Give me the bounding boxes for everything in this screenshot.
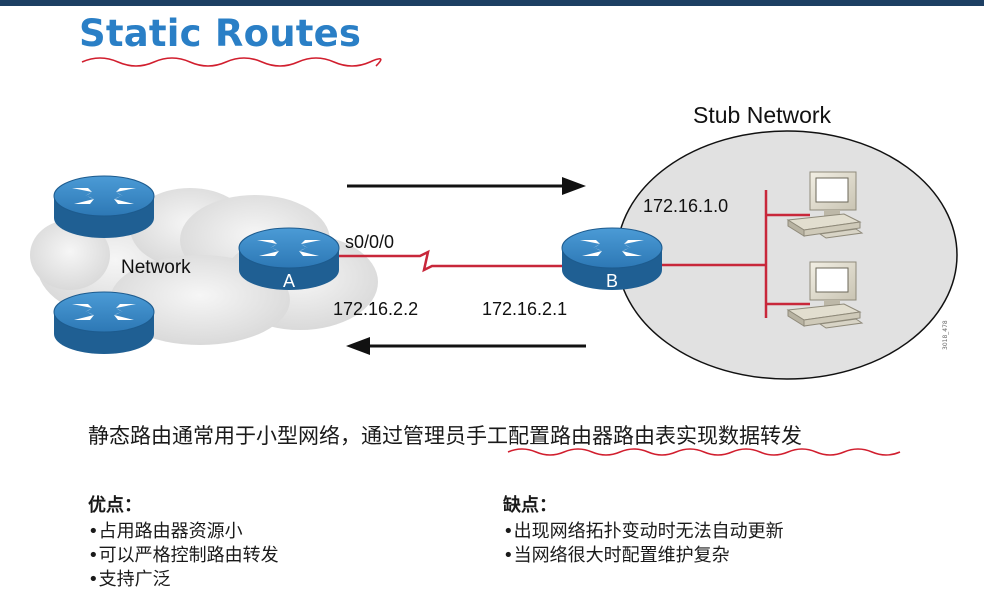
pros-item: •支持广泛 xyxy=(88,569,171,590)
arrow-left xyxy=(346,337,586,355)
router-b-label: B xyxy=(606,271,618,291)
ip-b-label: 172.16.2.1 xyxy=(482,299,567,319)
pros-item: •可以严格控制路由转发 xyxy=(88,545,279,566)
interface-label: s0/0/0 xyxy=(345,232,394,252)
router-bottom xyxy=(53,291,155,355)
network-label: Network xyxy=(121,257,191,278)
router-a-label: A xyxy=(283,271,295,291)
subnet-label: 172.16.1.0 xyxy=(643,196,728,216)
stub-network-area xyxy=(616,130,958,380)
arrow-right xyxy=(347,177,586,195)
cons-item: •当网络很大时配置维护复杂 xyxy=(503,545,730,566)
ip-a-label: 172.16.2.2 xyxy=(333,299,418,319)
pros-list: 优点： •占用路由器资源小 •可以严格控制路由转发 •支持广泛 xyxy=(88,494,279,592)
router-top xyxy=(53,175,155,239)
serial-link xyxy=(339,249,562,273)
top-bar xyxy=(0,0,984,6)
stub-network-label: Stub Network xyxy=(693,102,832,128)
description: 静态路由通常用于小型网络，通过管理员手工配置路由器路由表实现数据转发 xyxy=(88,424,802,448)
pros-item: •占用路由器资源小 xyxy=(88,521,243,542)
lan-links xyxy=(662,190,810,318)
slide-title: Static Routes xyxy=(79,12,362,55)
slide-code: 3018_478 xyxy=(942,320,949,350)
cons-heading: 缺点： xyxy=(503,495,557,516)
cons-item: •出现网络拓扑变动时无法自动更新 xyxy=(503,521,784,542)
network-diagram: Stub Network Network A B s0/0/0 172.16.2… xyxy=(30,57,958,380)
pros-heading: 优点： xyxy=(88,495,142,516)
title-underline xyxy=(81,57,382,67)
cons-list: 缺点： •出现网络拓扑变动时无法自动更新 •当网络很大时配置维护复杂 xyxy=(503,494,833,568)
